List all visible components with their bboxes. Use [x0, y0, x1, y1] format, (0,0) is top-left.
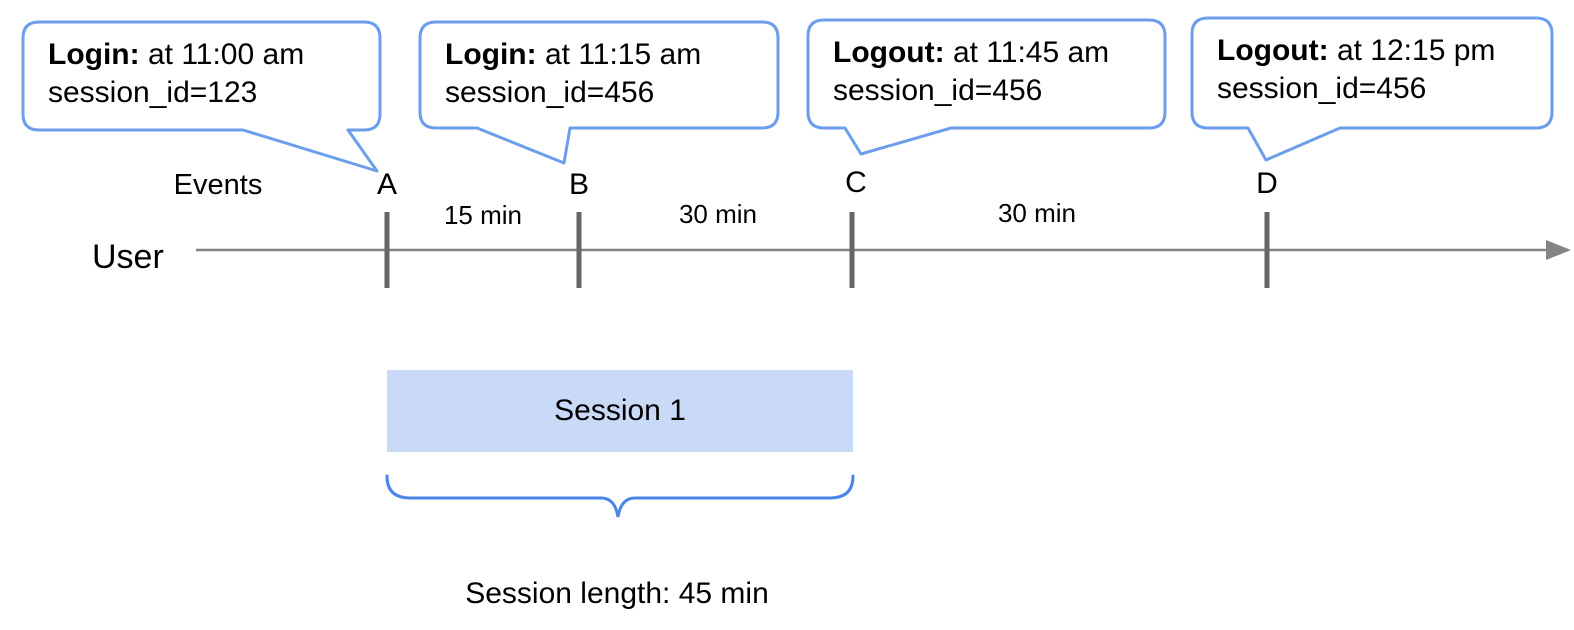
callout-bubble-a [21, 20, 382, 173]
marker-c: C [845, 166, 867, 199]
marker-d: D [1256, 167, 1278, 200]
callout-c-line1: Logout: at 11:45 am [833, 34, 1109, 72]
callout-text-d: Logout: at 12:15 pm session_id=456 [1217, 32, 1495, 108]
callout-d-event: Logout: [1217, 34, 1329, 67]
user-axis-label: User [92, 238, 164, 276]
callout-a-line1: Login: at 11:00 am [48, 36, 304, 74]
callout-b-line1: Login: at 11:15 am [445, 36, 701, 74]
callout-d-session: session_id=456 [1217, 72, 1427, 105]
callout-c-session: session_id=456 [833, 74, 1043, 107]
callout-a-session: session_id=123 [48, 76, 258, 109]
callout-a-detail: at 11:00 am [139, 38, 305, 71]
callout-bubble-b [418, 20, 780, 165]
callout-a-event: Login: [48, 38, 140, 71]
callout-b-detail: at 11:15 am [536, 38, 702, 71]
callout-text-c: Logout: at 11:45 am session_id=456 [833, 34, 1109, 110]
callout-c-event: Logout: [833, 36, 945, 69]
callout-d-line1: Logout: at 12:15 pm [1217, 32, 1495, 70]
session-band [387, 370, 853, 452]
timeline-arrowhead-icon [1546, 240, 1571, 260]
session-brace [385, 474, 855, 518]
callout-bubble-c [806, 18, 1167, 156]
callout-b-event: Login: [445, 38, 537, 71]
events-label: Events [173, 169, 263, 201]
session-length-caption: Session length: 45 min [465, 577, 769, 610]
interval-label-cd: 30 min [997, 198, 1077, 228]
callout-c-detail: at 11:45 am [944, 36, 1110, 69]
interval-label-ab: 15 min [443, 200, 523, 230]
marker-a: A [376, 168, 398, 201]
callout-bubble-d [1190, 16, 1554, 162]
callout-text-b: Login: at 11:15 am session_id=456 [445, 36, 701, 112]
callout-b-session: session_id=456 [445, 76, 655, 109]
marker-b: B [568, 168, 590, 201]
callout-d-detail: at 12:15 pm [1328, 34, 1496, 67]
interval-label-bc: 30 min [678, 199, 758, 229]
callout-text-a: Login: at 11:00 am session_id=123 [48, 36, 304, 112]
session-band-label: Session 1 [554, 394, 686, 427]
